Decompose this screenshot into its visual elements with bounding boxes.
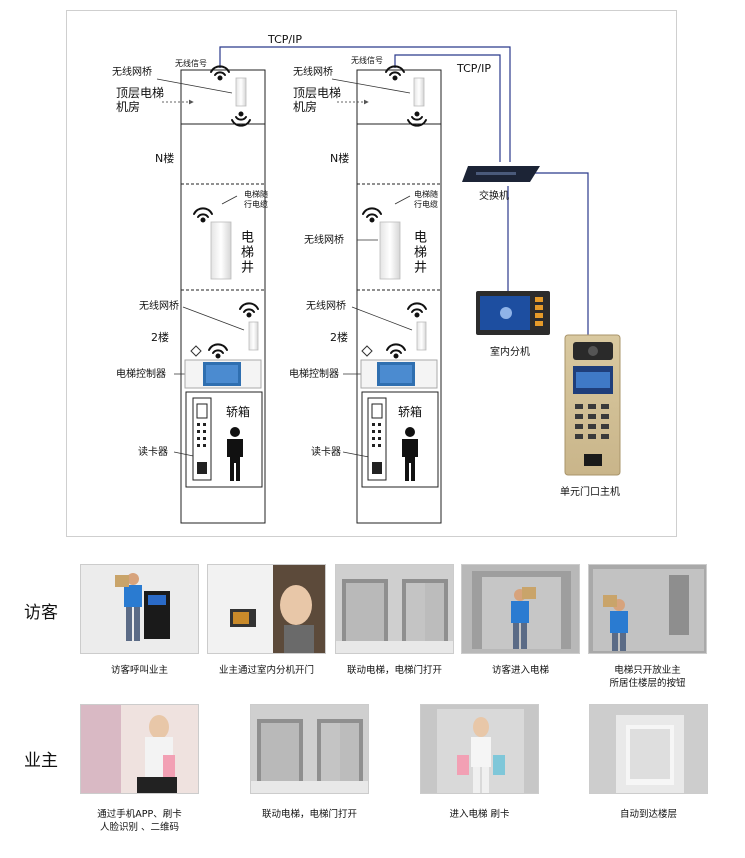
- wireless-bridge-label: 无线网桥: [112, 66, 152, 79]
- caption-line: 所居住楼层的按钮: [588, 677, 707, 690]
- card-reader-label: 读卡器: [138, 446, 168, 459]
- caption-line: 人脸识别 、二维码: [80, 821, 199, 834]
- switch-label: 交换机: [479, 190, 509, 203]
- elevator-buttons-photo: [588, 564, 707, 654]
- indoor-unit-icon: [476, 291, 550, 335]
- machine-room-label: 顶层电梯机房: [116, 86, 164, 114]
- car-label: 轿箱: [398, 405, 422, 419]
- tcp-ip-label-2: TCP/IP: [457, 62, 491, 75]
- shaft-label: 电梯井: [412, 230, 425, 275]
- visitor-enters-elevator-photo: [461, 564, 580, 654]
- indoor-unit-label: 室内分机: [490, 346, 530, 359]
- car-label: 轿箱: [226, 405, 250, 419]
- wireless-signal-label: 无线信号: [351, 56, 383, 66]
- visitor-section-title: 访客: [24, 598, 58, 623]
- wireless-bridge-label: 无线网桥: [304, 234, 344, 247]
- visitor-step-caption: 联动电梯，电梯门打开: [335, 664, 454, 677]
- floor-2-label: 2楼: [330, 331, 348, 344]
- wireless-bridge-label: 无线网桥: [139, 300, 179, 313]
- owner-step-caption: 联动电梯，电梯门打开: [250, 808, 369, 821]
- owner-swipe-card-photo: [420, 704, 539, 794]
- owner-step-caption: 进入电梯 刷卡: [420, 808, 539, 821]
- caption-line: 电梯只开放业主: [588, 664, 707, 677]
- system-diagram: [0, 0, 745, 540]
- wireless-bridge-label: 无线网桥: [306, 300, 346, 313]
- owner-step-caption-multiline: 通过手机APP、刷卡 人脸识别 、二维码: [80, 808, 199, 834]
- visitor-call-photo: [80, 564, 199, 654]
- visitor-step-caption-multiline: 电梯只开放业主 所居住楼层的按钮: [588, 664, 707, 690]
- elevator-controller-label: 电梯控制器: [289, 368, 339, 381]
- floor-n-label: N楼: [330, 152, 349, 165]
- card-reader-label: 读卡器: [311, 446, 341, 459]
- owner-phone-photo: [80, 704, 199, 794]
- elevator-controller-label: 电梯控制器: [116, 368, 166, 381]
- visitor-step-caption: 访客呼叫业主: [80, 664, 199, 677]
- wireless-signal-label: 无线信号: [175, 59, 207, 69]
- floor-n-label: N楼: [155, 152, 174, 165]
- caption-line: 通过手机APP、刷卡: [80, 808, 199, 821]
- owner-opens-door-photo: [207, 564, 326, 654]
- shaft-label: 电梯井: [239, 230, 252, 275]
- travel-cable-label: 电梯随行电缆: [410, 190, 438, 210]
- visitor-step-caption: 业主通过室内分机开门: [207, 664, 326, 677]
- elevator-interior-photo: [589, 704, 708, 794]
- owner-section-title: 业主: [24, 746, 58, 771]
- visitor-step-caption: 访客进入电梯: [461, 664, 580, 677]
- machine-room-label: 顶层电梯机房: [293, 86, 341, 114]
- door-station-label: 单元门口主机: [560, 486, 620, 499]
- wireless-bridge-label: 无线网桥: [293, 66, 333, 79]
- network-switch-icon: [462, 166, 540, 182]
- card-reader-keys: [197, 423, 381, 447]
- travel-cable-label: 电梯随行电缆: [240, 190, 268, 210]
- elevator-doors-photo: [335, 564, 454, 654]
- owner-step-caption: 自动到达楼层: [589, 808, 708, 821]
- tcp-ip-label-1: TCP/IP: [268, 33, 302, 46]
- elevator-doors-photo: [250, 704, 369, 794]
- floor-2-label: 2楼: [151, 331, 169, 344]
